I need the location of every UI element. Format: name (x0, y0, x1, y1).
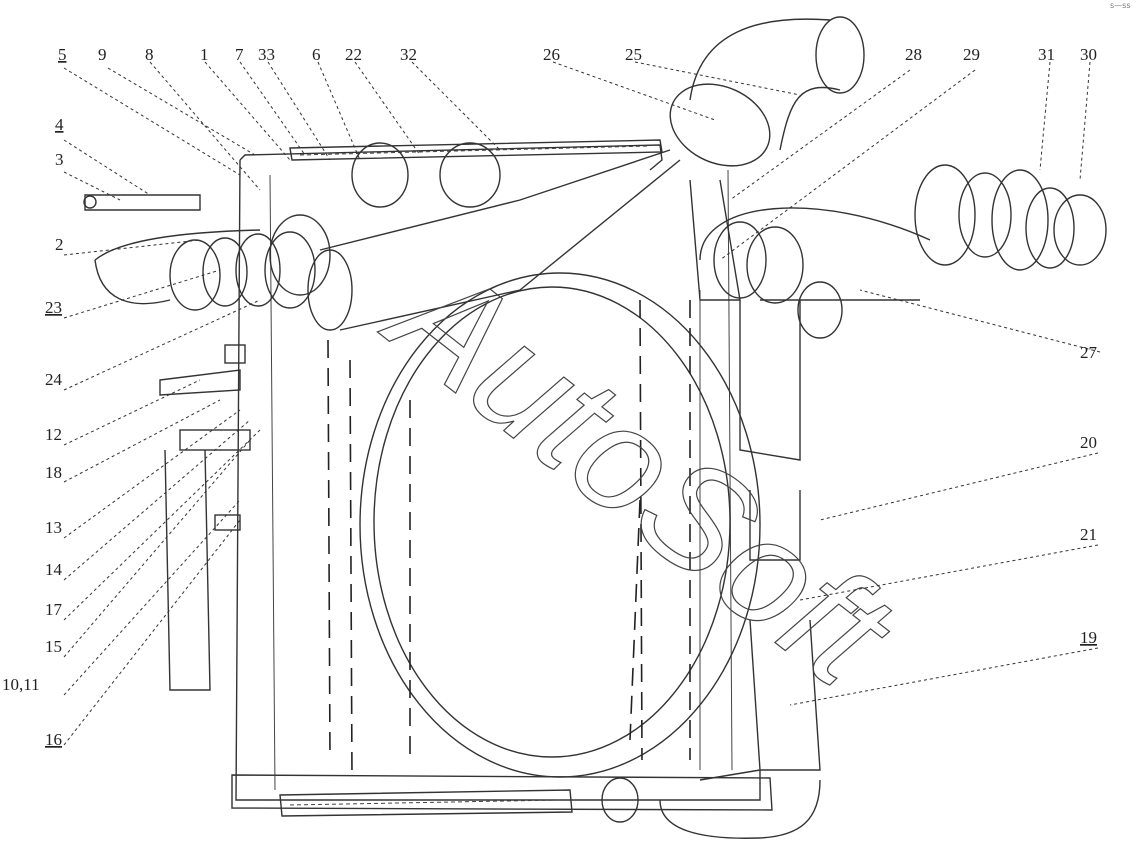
callout-1: 1 (200, 45, 209, 64)
right-pipe-couplings (699, 164, 1107, 339)
callout-2: 2 (55, 235, 64, 254)
callout-24: 24 (45, 370, 63, 389)
leader-lines (63, 61, 1101, 746)
callout-13: 13 (45, 518, 62, 537)
callout-27: 27 (1080, 343, 1098, 362)
right-vertical-pipe (601, 300, 821, 839)
callout-4: 4 (55, 115, 64, 134)
callout-19: 19 (1080, 628, 1097, 647)
radiator-frame (231, 139, 773, 817)
corner-mark: s—ss (1110, 1, 1131, 10)
callout-3: 3 (55, 150, 64, 169)
hidden-edges (327, 299, 691, 781)
left-small-parts (83, 194, 251, 691)
callout-21: 21 (1080, 525, 1097, 544)
callout-22: 22 (345, 45, 362, 64)
callout-30: 30 (1080, 45, 1097, 64)
callout-32: 32 (400, 45, 417, 64)
callout-15: 15 (45, 637, 62, 656)
callout-8: 8 (145, 45, 154, 64)
callout-labels: 5 9 8 1 7 33 6 22 32 26 25 28 29 31 30 4… (2, 45, 1098, 749)
top-elbow-hose (669, 16, 865, 301)
callout-28: 28 (905, 45, 922, 64)
callout-31: 31 (1038, 45, 1055, 64)
callout-5: 5 (58, 45, 67, 64)
callout-25: 25 (625, 45, 642, 64)
callout-20: 20 (1080, 433, 1097, 452)
callout-7: 7 (235, 45, 244, 64)
callout-26: 26 (543, 45, 560, 64)
callout-18: 18 (45, 463, 62, 482)
callout-6: 6 (312, 45, 321, 64)
callout-17: 17 (45, 600, 63, 619)
callout-29: 29 (963, 45, 980, 64)
upper-left-hoses (94, 142, 681, 331)
callout-14: 14 (45, 560, 63, 579)
fan-shroud (359, 272, 761, 778)
callout-16: 16 (45, 730, 62, 749)
callout-33: 33 (258, 45, 275, 64)
callout-23: 23 (45, 298, 62, 317)
callout-10-11: 10,11 (2, 675, 40, 694)
callout-12: 12 (45, 425, 62, 444)
callout-9: 9 (98, 45, 107, 64)
